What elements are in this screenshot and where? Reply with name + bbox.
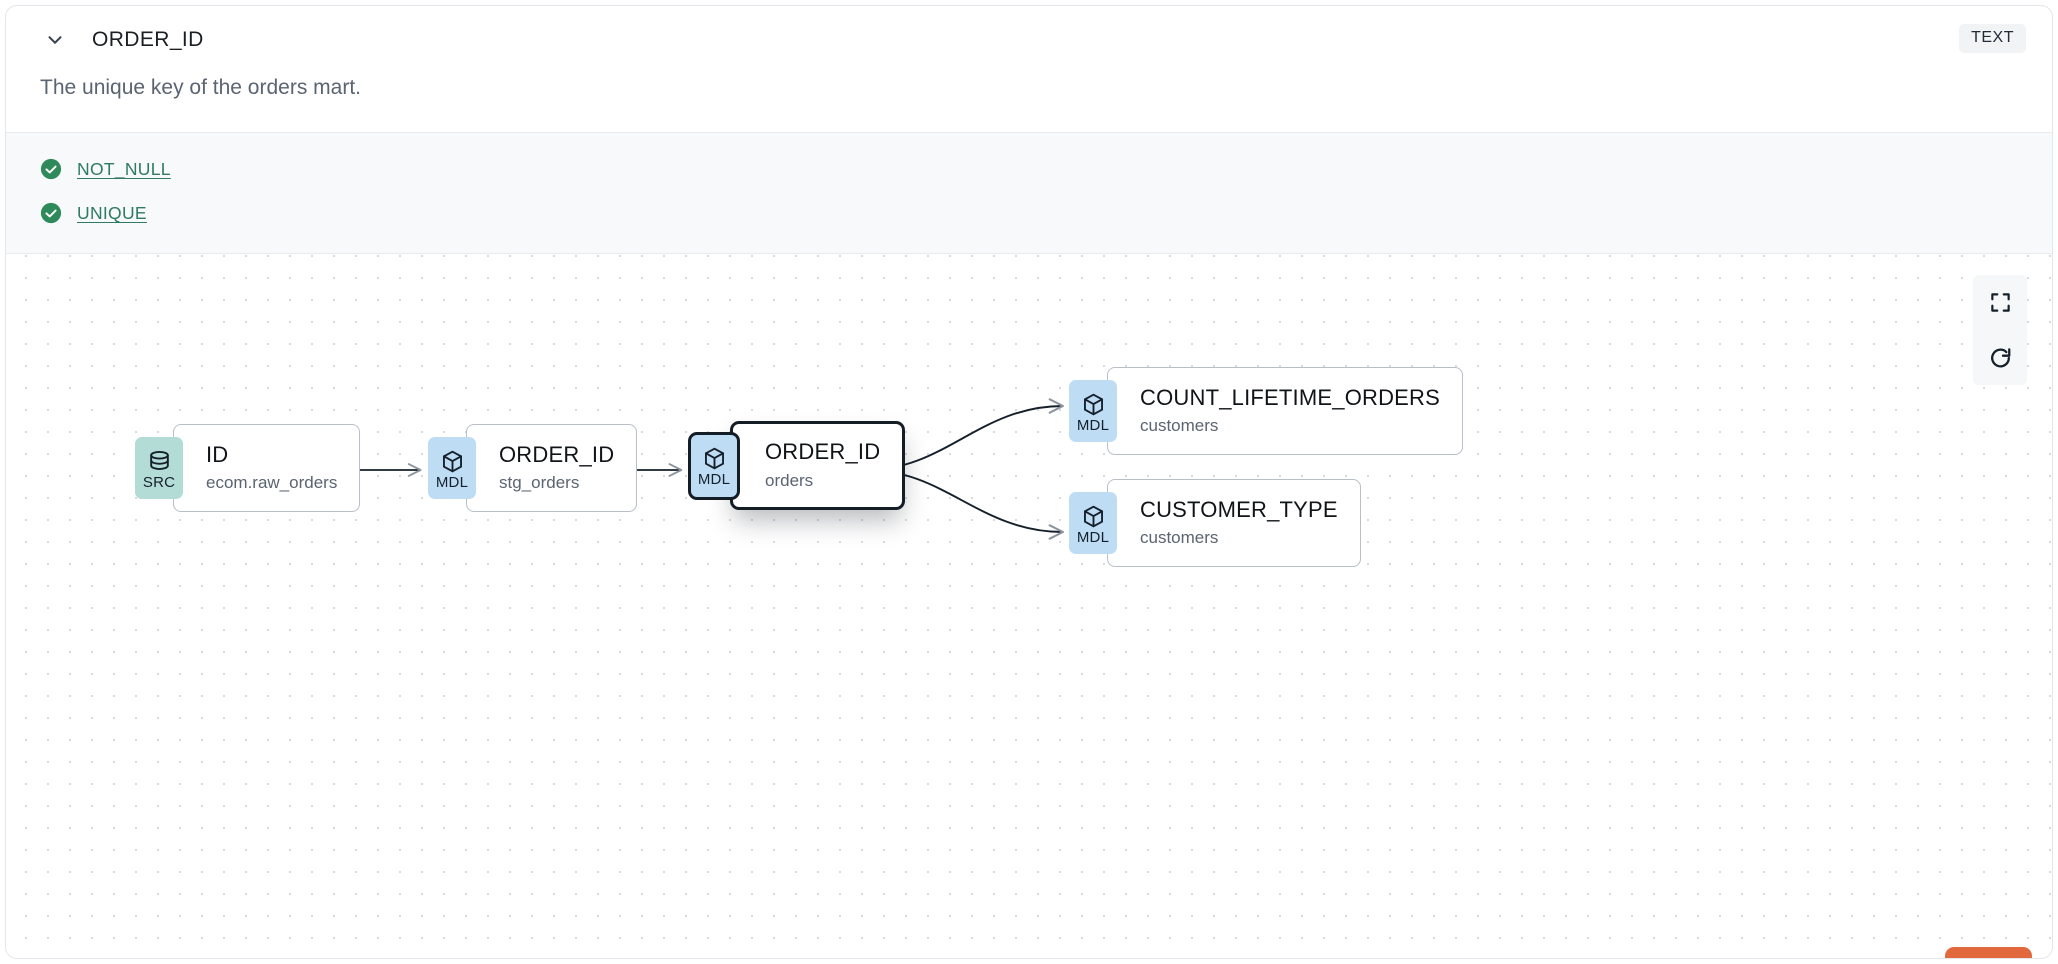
lineage-node-src-id[interactable]: SRC ID ecom.raw_orders (135, 424, 361, 513)
column-type-badge: TEXT (1959, 24, 2026, 53)
lineage-canvas[interactable]: SRC ID ecom.raw_orders MDL ORDER_ID stg_… (6, 254, 2052, 958)
database-icon (149, 450, 169, 470)
node-type-badge-src: SRC (135, 437, 183, 500)
node-badge-label: MDL (435, 473, 469, 491)
cube-icon (1083, 505, 1103, 527)
reset-layout-button[interactable] (1973, 331, 2027, 386)
node-badge-label: MDL (1076, 528, 1110, 546)
lineage-node-orders-order-id[interactable]: MDL ORDER_ID orders (688, 421, 906, 511)
fit-view-button[interactable] (1973, 275, 2027, 330)
cube-icon (1083, 393, 1103, 415)
check-circle-icon (40, 203, 62, 224)
node-badge-label: SRC (142, 473, 176, 491)
test-link-unique[interactable]: UNIQUE (77, 202, 147, 223)
cube-icon (442, 450, 462, 472)
node-source: stg_orders (499, 473, 580, 493)
node-name: ORDER_ID (765, 439, 881, 465)
node-name: ID (206, 441, 229, 467)
node-body: ID ecom.raw_orders (173, 424, 361, 513)
node-type-badge-mdl: MDL (1069, 380, 1117, 443)
node-source: customers (1140, 528, 1219, 548)
tests-section: NOT_NULL UNIQUE (6, 132, 2052, 255)
column-description: The unique key of the orders mart. (40, 76, 361, 99)
test-link-not-null[interactable]: NOT_NULL (77, 158, 171, 179)
node-source: orders (765, 470, 814, 490)
fit-view-icon (1990, 293, 2010, 312)
node-body: CUSTOMER_TYPE customers (1107, 479, 1361, 568)
lineage-node-customer-type[interactable]: MDL CUSTOMER_TYPE customers (1069, 479, 1361, 568)
node-name: CUSTOMER_TYPE (1140, 496, 1338, 522)
lineage-edges (348, 398, 1065, 541)
refresh-icon (1990, 348, 2010, 368)
card-header: ORDER_ID TEXT (6, 6, 2052, 74)
node-badge-label: MDL (1076, 416, 1110, 434)
node-source: customers (1140, 416, 1219, 436)
column-detail-card: ORDER_ID TEXT The unique key of the orde… (5, 5, 2053, 959)
node-name: ORDER_ID (499, 441, 615, 467)
lineage-node-stg-order-id[interactable]: MDL ORDER_ID stg_orders (428, 424, 638, 513)
canvas-controls (1973, 275, 2027, 386)
node-body: ORDER_ID stg_orders (466, 424, 638, 513)
node-type-badge-mdl: MDL (688, 431, 740, 500)
test-row: NOT_NULL (40, 147, 2018, 191)
node-source: ecom.raw_orders (206, 473, 338, 493)
node-name: COUNT_LIFETIME_ORDERS (1140, 384, 1441, 410)
chevron-down-icon[interactable] (40, 25, 70, 55)
beta-badge[interactable]: BETA (1945, 947, 2032, 958)
node-type-badge-mdl: MDL (428, 437, 476, 500)
test-row: UNIQUE (40, 191, 2018, 235)
page-title: ORDER_ID (92, 28, 204, 51)
cube-icon (704, 447, 724, 470)
check-circle-icon (40, 159, 62, 180)
node-body: COUNT_LIFETIME_ORDERS customers (1107, 367, 1464, 456)
node-type-badge-mdl: MDL (1069, 492, 1117, 555)
node-body: ORDER_ID orders (730, 421, 906, 511)
lineage-node-count-lifetime-orders[interactable]: MDL COUNT_LIFETIME_ORDERS customers (1069, 367, 1464, 456)
node-badge-label: MDL (697, 470, 731, 488)
